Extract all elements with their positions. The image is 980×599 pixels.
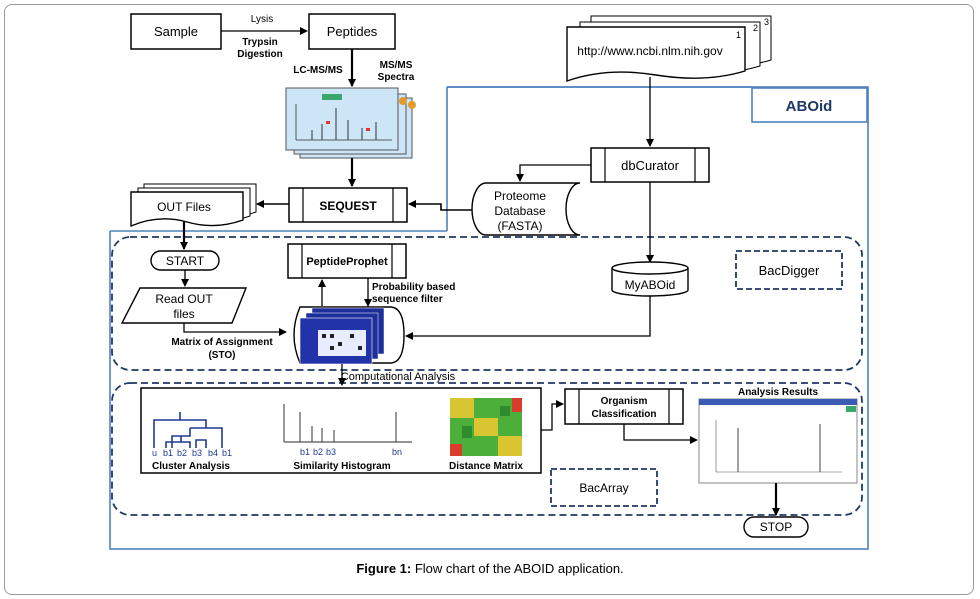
- sample-label: Sample: [154, 24, 198, 39]
- arrow-dbcurator-proteome: [516, 164, 591, 182]
- similarity-histogram: [283, 404, 412, 443]
- distance-matrix-label: Distance Matrix: [449, 461, 523, 472]
- caption-label: Figure 1:: [356, 561, 412, 576]
- stop-label: STOP: [760, 520, 792, 534]
- peptideprophet-label: PeptideProphet: [306, 256, 388, 268]
- analysis-results-label: Analysis Results: [738, 387, 818, 398]
- myaboid-label: MyABOid: [625, 278, 676, 292]
- start-label: START: [166, 254, 205, 268]
- page-num-2: 2: [753, 23, 758, 33]
- hist-b1: b1: [300, 447, 310, 457]
- sequest-label: SEQUEST: [319, 199, 377, 213]
- bacarray-region: [111, 382, 863, 516]
- page-num-3: 3: [764, 17, 769, 27]
- dendrogram: [153, 412, 223, 448]
- stop-terminator: [743, 516, 809, 538]
- sequest-box: [288, 187, 408, 223]
- organism-label-2: Classification: [591, 409, 656, 420]
- bacdigger-label: BacDigger: [759, 263, 820, 278]
- analysis-results-window: [698, 398, 858, 484]
- hist-bn: bn: [392, 447, 402, 457]
- bacdigger-region: [111, 236, 863, 371]
- lysis-label: Lysis: [251, 14, 273, 25]
- aboid-label: ABOid: [786, 98, 833, 115]
- matrix-label-2: (STO): [208, 350, 235, 361]
- cluster-analysis-label: Cluster Analysis: [152, 461, 230, 472]
- arrow-organism-results: [623, 424, 698, 444]
- page-num-1: 1: [736, 30, 741, 40]
- read-out-label-2: files: [173, 307, 194, 321]
- bacarray-label: BacArray: [579, 481, 628, 495]
- prob-filter-label-1: Probability based: [372, 282, 455, 293]
- myaboid-db: [611, 261, 689, 297]
- arrow-proteome-sequest: [408, 200, 472, 211]
- lcmsms-label: LC-MS/MS: [293, 65, 343, 76]
- proteome-label-1: Proteome: [494, 189, 546, 203]
- trypsin-label-2: Digestion: [237, 49, 283, 60]
- caption-text: Flow chart of the ABOID application.: [411, 561, 624, 576]
- dendro-bn: b1: [222, 448, 232, 458]
- dendro-b2: b2: [177, 448, 187, 458]
- read-out-label-1: Read OUT: [155, 292, 213, 306]
- read-out-files-shape: [120, 287, 248, 324]
- hist-b2: b2: [313, 447, 323, 457]
- arrow-computational-organism: [541, 400, 564, 431]
- bacdigger-box: [735, 250, 843, 290]
- similarity-histogram-label: Similarity Histogram: [293, 461, 390, 472]
- distance-matrix-heatmap: [450, 398, 522, 456]
- dendro-b4: b4: [208, 448, 218, 458]
- sample-box: [130, 13, 222, 50]
- proteome-label-2: Database: [494, 204, 546, 218]
- aboid-label-box: [751, 87, 868, 123]
- computational-label: Computational Analysis: [341, 371, 456, 383]
- sto-matrix-image: [299, 307, 385, 365]
- dendro-u: u: [152, 448, 157, 458]
- prob-filter-label-2: sequence filter: [372, 294, 443, 305]
- matrix-label-1: Matrix of Assignment: [171, 337, 273, 348]
- peptideprophet-box: [287, 243, 407, 279]
- proteome-label-3: (FASTA): [497, 219, 542, 233]
- organism-box: [564, 388, 684, 425]
- organism-label-1: Organism: [601, 396, 648, 407]
- arrow-readout-sto: [183, 323, 287, 336]
- msms-label-1: MS/MS: [380, 60, 413, 71]
- dbcurator-label: dbCurator: [621, 158, 679, 173]
- ncbi-documents: [566, 15, 772, 82]
- out-files-doc: [130, 183, 257, 228]
- arrow-myaboid-sto: [405, 296, 651, 340]
- msms-label-2: Spectra: [378, 72, 415, 83]
- spectra-image: [285, 87, 416, 159]
- bacarray-box: [550, 468, 658, 507]
- dendro-b3: b3: [192, 448, 202, 458]
- proteome-db-shape: [471, 182, 581, 236]
- dendro-b1: b1: [163, 448, 173, 458]
- figure-caption: Figure 1: Flow chart of the ABOID applic…: [0, 561, 980, 576]
- ncbi-url: http://www.ncbi.nlm.nih.gov: [577, 44, 722, 58]
- out-files-label: OUT Files: [157, 200, 211, 214]
- hist-b3: b3: [326, 447, 336, 457]
- peptides-label: Peptides: [327, 24, 378, 39]
- trypsin-label-1: Trypsin: [242, 37, 278, 48]
